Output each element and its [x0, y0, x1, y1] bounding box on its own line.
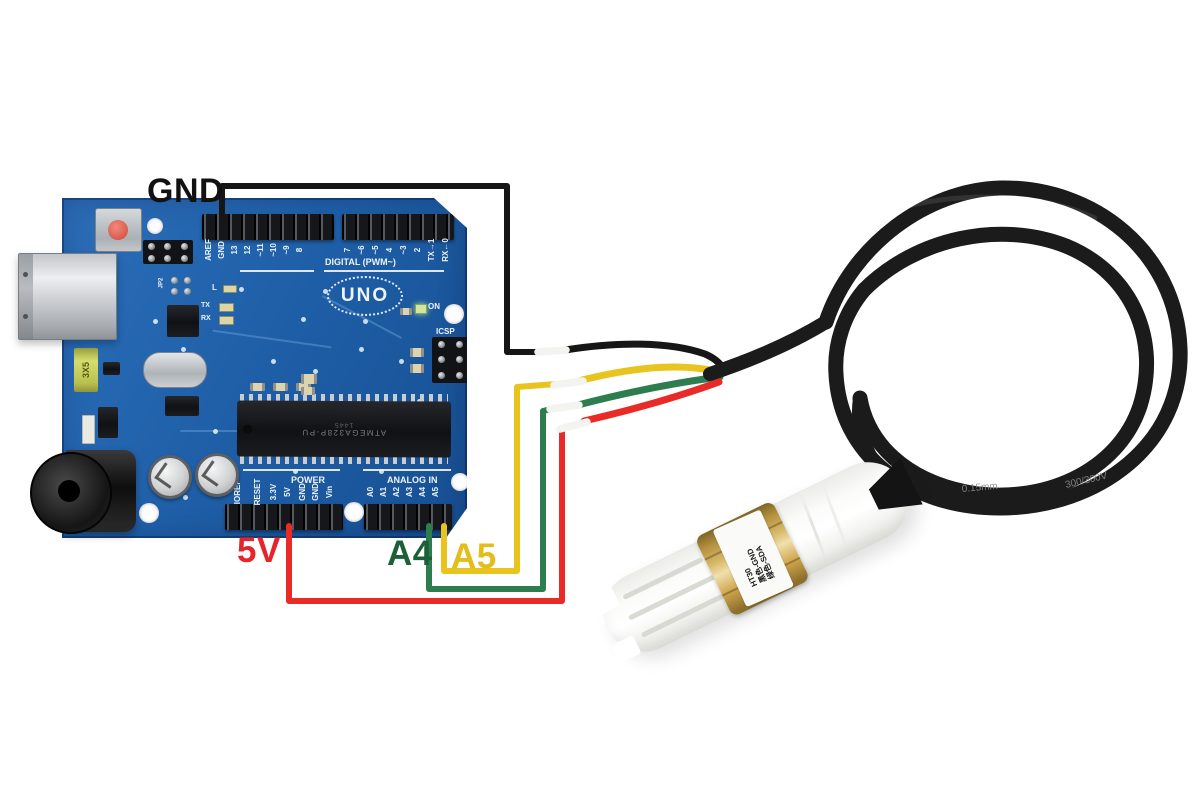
silk-rule [324, 270, 444, 272]
sensor-cable-entry [703, 315, 833, 381]
electrolytic-capacitor [148, 455, 192, 499]
reset-button [95, 208, 142, 252]
smd-capacitor [82, 415, 95, 444]
probe-label-text: HT30 黑色-GND 绿色-SDA [730, 529, 777, 588]
wire-tip-black [534, 346, 570, 356]
uno-logo-oval: UNO [327, 276, 403, 316]
on-label: ON [428, 302, 440, 311]
mounting-hole [139, 503, 159, 523]
digital-pin-label: TX→1 [427, 238, 436, 262]
digital-pin-label: ~3 [399, 245, 408, 255]
mounting-hole [147, 218, 163, 234]
analog-pin-label: A0 [366, 486, 375, 498]
digital-pin-label: 8 [295, 247, 304, 253]
digital-pin-label: ~11 [256, 243, 265, 257]
led-l-label: L [212, 283, 217, 292]
dip-notch [242, 424, 253, 434]
analog-caption: ANALOG IN [387, 475, 438, 485]
led-l [223, 285, 237, 293]
cable-print-spec: 0.15mm [961, 481, 998, 495]
mounting-hole [344, 502, 364, 522]
smd-resistor [273, 383, 288, 391]
digital-pin-label: 12 [243, 245, 252, 255]
power-jack-hole [58, 480, 80, 502]
mounting-hole [444, 304, 464, 324]
silk-rule [240, 270, 314, 272]
digital-pin-label: ~10 [269, 243, 278, 257]
pcb-trace [180, 430, 280, 432]
sensor-lead-green [574, 373, 724, 409]
digital-pin-label: 2 [413, 247, 422, 253]
wire-tip-yellow [550, 377, 587, 389]
smd-component [301, 374, 317, 384]
transistor [103, 362, 120, 375]
smd-resistor [250, 383, 265, 391]
fuse: 3X5 [74, 348, 98, 392]
pcb-trace [212, 329, 332, 349]
mounting-hole [451, 473, 467, 491]
usb-crimp-hole [23, 314, 28, 319]
soic8-chip [165, 396, 199, 416]
mcu-chip: ATMEGA328P-PU 1445 [236, 400, 452, 458]
smd-resistor [410, 348, 424, 357]
on-led [415, 304, 427, 314]
power-pin-label: 3.3V [269, 483, 278, 501]
reset-button-cap [108, 220, 128, 240]
jp2-pads [168, 275, 194, 297]
dip-legs [240, 394, 448, 402]
wire-tip-green [546, 401, 583, 413]
jp2-label: JP2 [158, 277, 165, 289]
usb-controller-chip [167, 305, 199, 337]
mcu-marking: ATMEGA328P-PU [301, 427, 387, 438]
smd-component [301, 387, 315, 395]
sht30-probe: HT30 黑色-GND 绿色-SDA [588, 448, 922, 666]
power-pin-label: RESET [253, 478, 262, 506]
digital-pin-label: ~9 [282, 245, 291, 255]
usb-connector-face [19, 254, 33, 339]
icsp-header [432, 337, 467, 383]
fuse-marking: 3X5 [80, 361, 91, 379]
cable-highlight [897, 194, 1098, 221]
digital-pin-label: GND [217, 241, 226, 259]
digital-pin-label: 13 [230, 245, 239, 255]
digital-pin-label: AREF [204, 239, 213, 261]
usb-crimp-hole [23, 272, 28, 277]
power-pin-label: Vin [325, 485, 334, 499]
usb-icsp-header [143, 240, 193, 264]
usb-connector [18, 253, 117, 340]
digital-pin-label: RX←0 [441, 238, 450, 262]
5v-wire-label: 5V [237, 531, 281, 570]
pcb-vias [62, 198, 65, 201]
tx-label: TX [201, 302, 210, 309]
smd-resistor [400, 308, 412, 315]
sensor-cable-loop [852, 226, 1155, 503]
crystal-oscillator [143, 352, 207, 388]
icsp-label: ICSP [436, 327, 455, 336]
electrolytic-capacitor [195, 453, 239, 497]
sensor-lead-yellow [578, 363, 724, 384]
power-caption: POWER [291, 475, 326, 485]
mcu-marking-2: 1445 [334, 420, 354, 429]
a5-wire-label: A5 [451, 537, 497, 576]
power-jack-face [30, 452, 112, 534]
sensor-lead-black [561, 340, 726, 371]
a4-wire-label: A4 [387, 534, 433, 573]
wire-tip-red [556, 418, 591, 433]
rx-led [219, 316, 234, 325]
rx-label: RX [201, 315, 211, 322]
cable-print-voltage: 300/300V [1064, 470, 1109, 490]
gnd-wire-label: GND [147, 172, 225, 210]
tx-led [219, 303, 234, 312]
silk-rule [243, 469, 340, 471]
sensor-lead-red [580, 378, 723, 425]
uno-logo: UNO [340, 285, 390, 306]
smd-resistor [410, 364, 424, 373]
digital-caption: DIGITAL (PWM~) [325, 257, 396, 267]
voltage-regulator [98, 407, 118, 438]
silk-rule [363, 469, 451, 471]
